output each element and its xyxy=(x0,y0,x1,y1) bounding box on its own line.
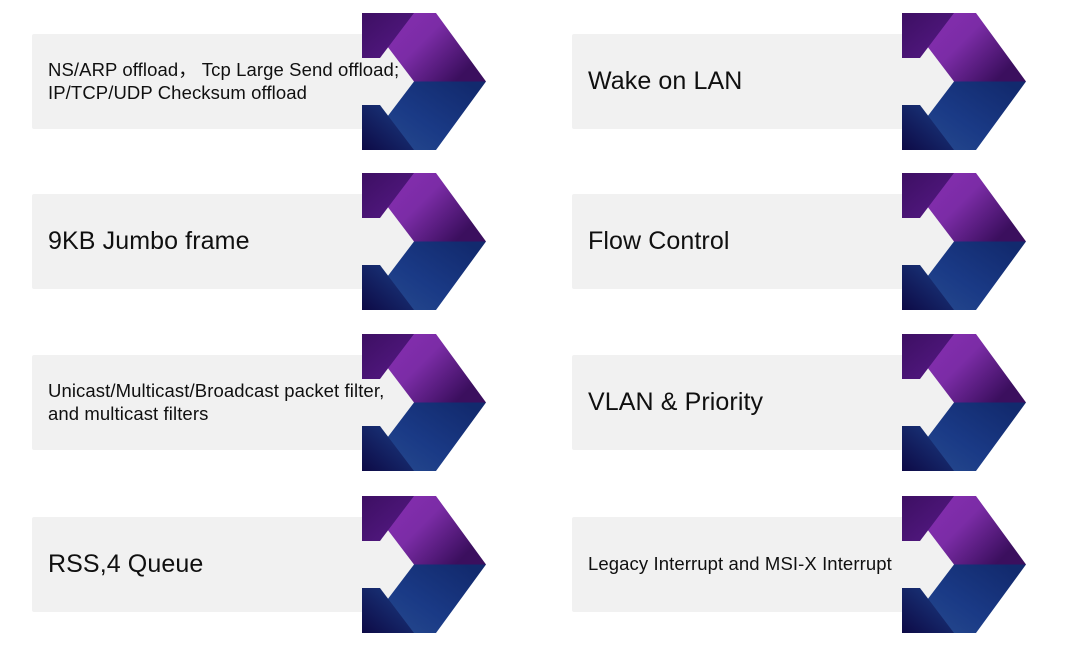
chevron-label-plate-5[interactable]: Unicast/Multicast/Broadcast packet filte… xyxy=(32,355,422,450)
chevron-label-text-4: Flow Control xyxy=(588,227,730,256)
chevron-label-plate-3[interactable]: 9KB Jumbo frame xyxy=(32,194,422,289)
chevron-label-text-1: NS/ARP offload， Tcp Large Send offload; … xyxy=(48,58,400,103)
chevron-label-plate-4[interactable]: Flow Control xyxy=(572,194,962,289)
chevron-item-4[interactable]: Flow Control xyxy=(540,166,1026,326)
chevron-label-text-5: Unicast/Multicast/Broadcast packet filte… xyxy=(48,379,385,424)
chevron-label-plate-2[interactable]: Wake on LAN xyxy=(572,34,962,129)
chevron-label-text-2: Wake on LAN xyxy=(588,67,743,96)
chevron-item-1[interactable]: NS/ARP offload， Tcp Large Send offload; … xyxy=(0,6,486,166)
chevron-label-plate-8[interactable]: Legacy Interrupt and MSI-X Interrupt xyxy=(572,517,962,612)
chevron-item-7[interactable]: RSS,4 Queue xyxy=(0,489,486,649)
chevron-label-text-6: VLAN & Priority xyxy=(588,388,764,417)
chevron-item-3[interactable]: 9KB Jumbo frame xyxy=(0,166,486,326)
chevron-label-plate-6[interactable]: VLAN & Priority xyxy=(572,355,962,450)
chevron-label-text-3: 9KB Jumbo frame xyxy=(48,227,250,256)
chevron-item-6[interactable]: VLAN & Priority xyxy=(540,327,1026,487)
chevron-label-plate-1[interactable]: NS/ARP offload， Tcp Large Send offload; … xyxy=(32,34,422,129)
chevron-item-5[interactable]: Unicast/Multicast/Broadcast packet filte… xyxy=(0,327,486,487)
chevron-item-8[interactable]: Legacy Interrupt and MSI-X Interrupt xyxy=(540,489,1026,649)
chevron-label-text-7: RSS,4 Queue xyxy=(48,550,204,579)
chevron-item-2[interactable]: Wake on LAN xyxy=(540,6,1026,166)
chevron-label-text-8: Legacy Interrupt and MSI-X Interrupt xyxy=(588,553,892,575)
chevron-label-plate-7[interactable]: RSS,4 Queue xyxy=(32,517,422,612)
